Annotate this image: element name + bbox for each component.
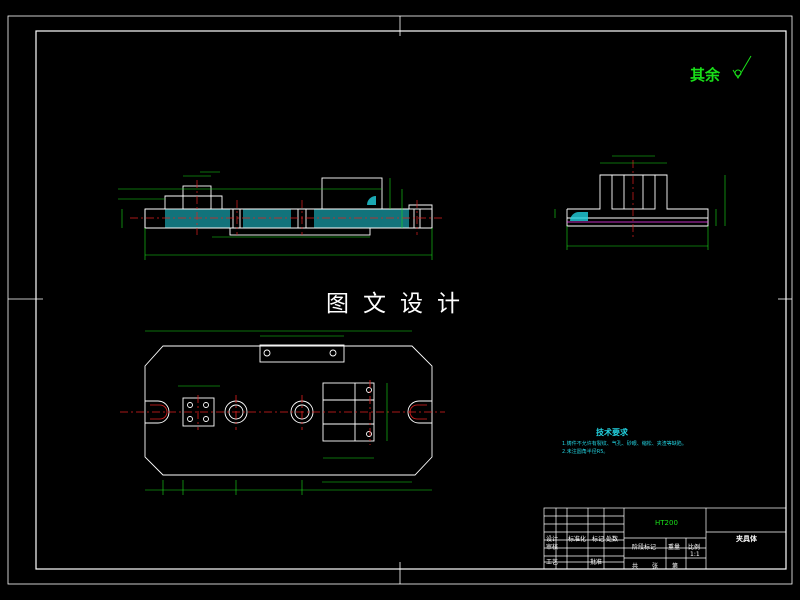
part-name-label: 夹具体: [736, 535, 757, 543]
tb-design-label: 设计: [546, 536, 559, 543]
technical-requirements-title: 技术要求: [596, 428, 628, 437]
tb-sheet-total-label: 共: [632, 563, 639, 570]
tb-review-label: 审核: [546, 544, 559, 551]
roughness-symbol: [732, 55, 752, 79]
hatch-regions: [165, 209, 409, 228]
watermark-text: 图文设计: [326, 291, 474, 317]
tb-approve-label: 批准: [590, 559, 603, 566]
front-section-view: [118, 171, 445, 260]
tb-standardize-label: 标准化: [568, 536, 587, 543]
drawing-frame: [7, 15, 793, 585]
tb-scale-label: 比例: [688, 544, 701, 551]
title-block: [543, 507, 787, 570]
tb-weight-label: 重量: [668, 544, 681, 551]
tb-sheet-label: 张: [652, 563, 659, 570]
tb-mark-label: 标记: [592, 536, 605, 543]
technical-requirement-line: 2.未注圆角半径R5。: [562, 449, 609, 455]
material-label: HT200: [655, 519, 678, 527]
side-view: [554, 155, 726, 250]
tb-sheet-no-label: 第: [672, 563, 679, 570]
technical-requirement-line: 1.铸件不允许有裂纹、气孔、砂眼、缩松、夹渣等缺陷。: [562, 441, 687, 447]
roughness-note: 其余: [690, 66, 721, 84]
tb-count-label: 处数: [606, 536, 619, 543]
top-view: [120, 330, 445, 495]
tb-scale-value: 1:1: [690, 551, 700, 558]
tb-stage-mark-label: 阶段标记: [632, 544, 657, 551]
tb-process-label: 工艺: [546, 559, 559, 566]
